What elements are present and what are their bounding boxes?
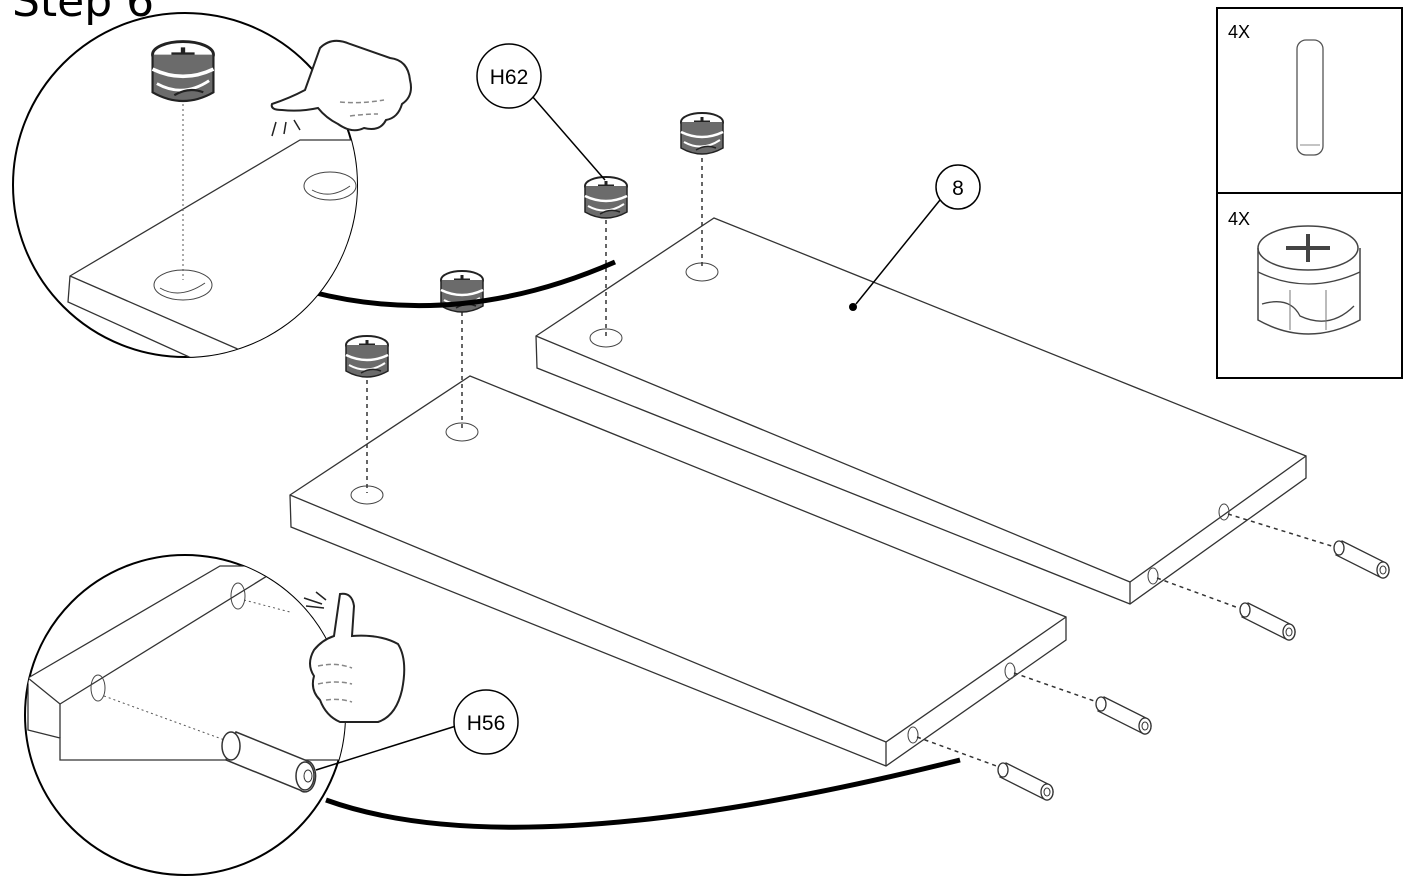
thumbs-up-hand-icon	[303, 591, 406, 723]
parts-list-box: 4X 4X	[1216, 7, 1403, 379]
dowel-callout: H56	[453, 689, 519, 755]
cam-lock-fitting-icon	[344, 334, 390, 379]
dowel-quantity: 4X	[1228, 22, 1250, 42]
back-panel	[535, 217, 1307, 605]
cam-lock-label: H62	[490, 66, 529, 89]
dowel-pin-icon	[997, 762, 1054, 801]
dowel-pin-icon	[1095, 696, 1152, 735]
pointing-hand-icon	[270, 39, 412, 137]
dowel-pin-icon	[1296, 39, 1324, 156]
front-panel	[289, 375, 1067, 767]
cam-lock-quantity: 4X	[1228, 209, 1250, 229]
dowel-label: H56	[467, 712, 506, 735]
cam-lock-fitting-icon	[583, 175, 629, 220]
cam-lock-detail-view	[12, 12, 412, 358]
dowel-detail-view	[24, 554, 406, 876]
cam-lock-fitting-icon	[1257, 225, 1361, 335]
step-title: Step 6	[12, 0, 155, 27]
cam-lock-callout: H62	[476, 43, 542, 109]
cam-lock-fitting-icon	[679, 111, 725, 156]
dowel-pin-icon	[1333, 540, 1390, 579]
panel-callout: 8	[935, 164, 981, 210]
panel-label: 8	[952, 177, 964, 200]
dowel-pin-icon	[1239, 602, 1296, 641]
